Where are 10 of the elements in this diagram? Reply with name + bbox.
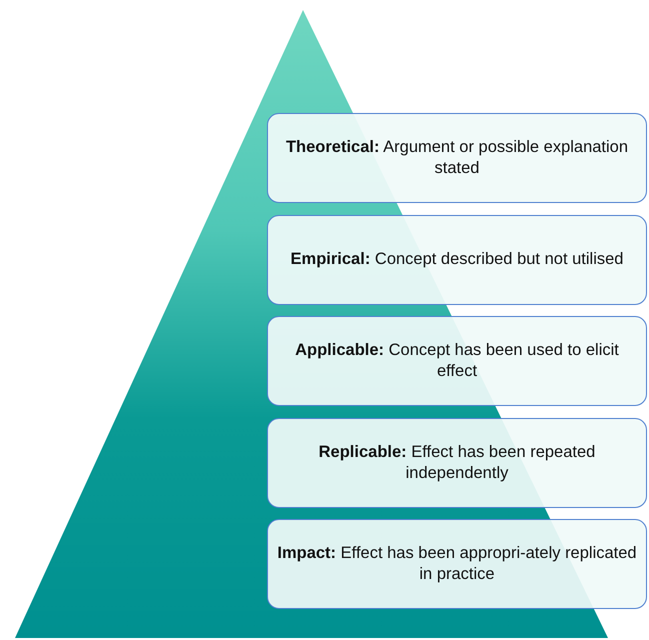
level-description: Empirical: Concept described but not utilised xyxy=(290,249,624,270)
level-description: Applicable: Concept has been used to elicit effect xyxy=(294,340,620,382)
level-box xyxy=(267,113,647,203)
level-box xyxy=(267,519,647,609)
level-box xyxy=(267,418,647,508)
level-description: Impact: Effect has been appropri-ately replicated in practice xyxy=(276,542,638,585)
level-box xyxy=(267,215,647,305)
level-description: Replicable: Effect has been repeated independently xyxy=(318,442,596,484)
level-box xyxy=(267,316,647,406)
level-description: Theoretical: Argument or possible explanation stated xyxy=(284,136,630,179)
